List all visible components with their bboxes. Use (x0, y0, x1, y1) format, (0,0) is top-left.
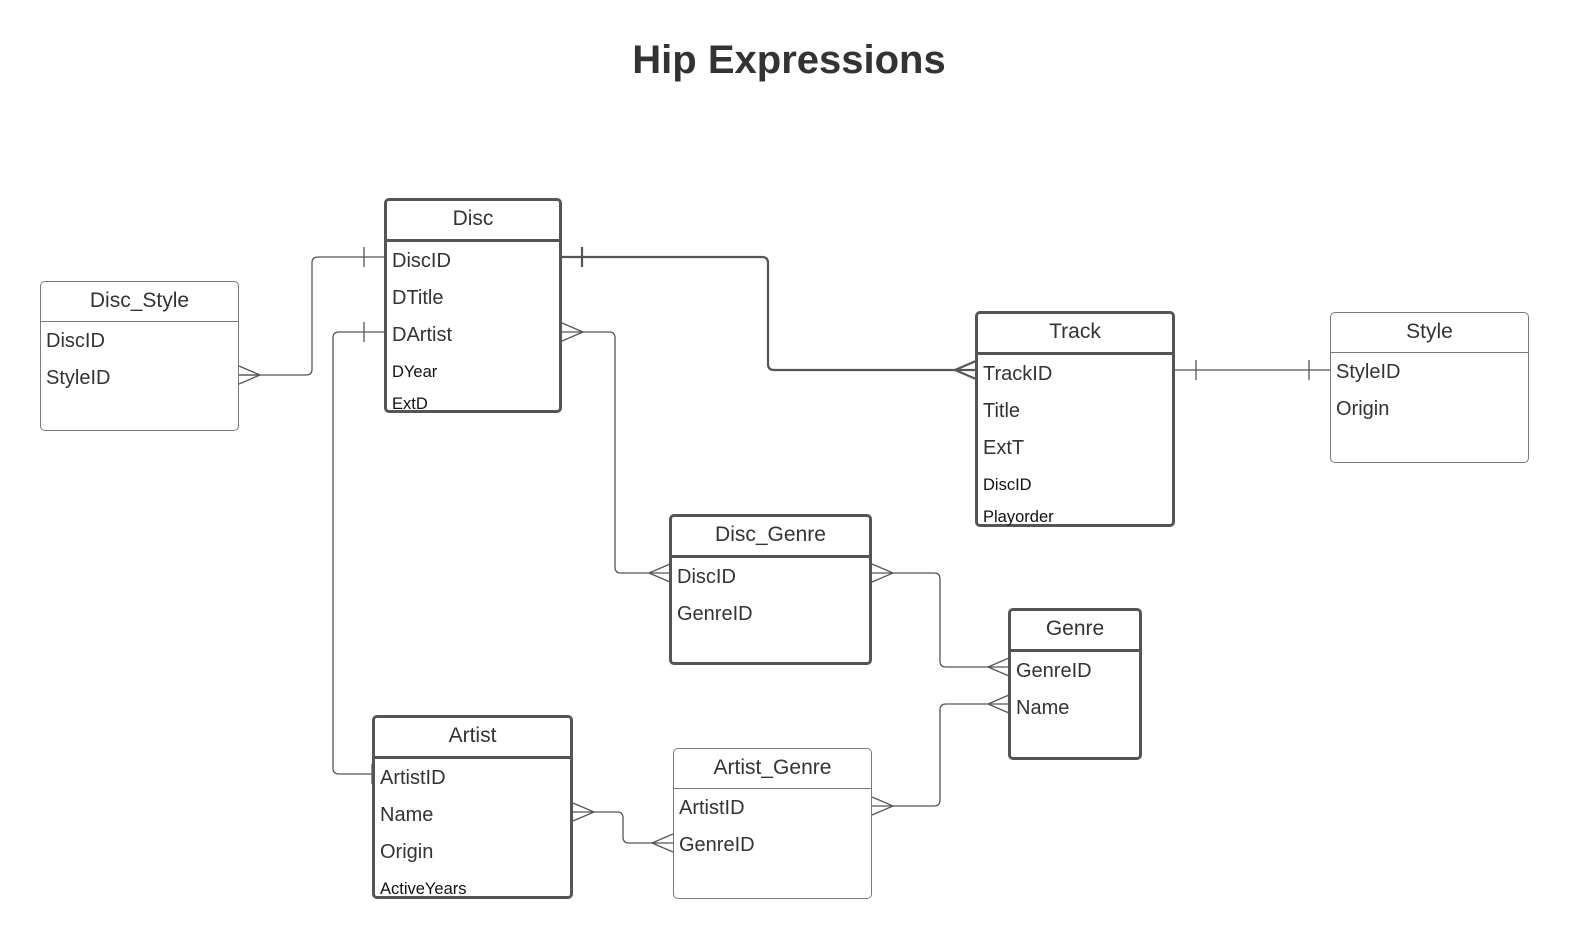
rel-artist-artistgenre (572, 802, 674, 853)
entity-disc[interactable]: Disc DiscID DTitle DArtist DYear ExtD (384, 198, 562, 413)
field-discid: DiscID (392, 250, 451, 272)
entity-disc-genre[interactable]: Disc_Genre DiscID GenreID (669, 514, 872, 665)
field-activeyears: ActiveYears (380, 880, 467, 898)
entity-genre[interactable]: Genre GenreID Name (1008, 608, 1142, 760)
field-trackid: TrackID (983, 363, 1053, 385)
diagram-title: Hip Expressions (632, 38, 946, 82)
field-genreid: GenreID (1016, 660, 1092, 682)
field-discid: DiscID (46, 330, 105, 352)
field-title: Title (983, 400, 1021, 422)
rel-disc-track (562, 247, 977, 381)
field-extd: ExtD (392, 395, 428, 413)
rel-track-style (1175, 360, 1330, 380)
field-artistid: ArtistID (679, 797, 745, 819)
rel-artistgenre-genre (871, 694, 1010, 816)
field-discid: DiscID (983, 476, 1032, 494)
field-origin: Origin (1336, 398, 1390, 420)
entity-track[interactable]: Track TrackID Title ExtT DiscID Playorde… (975, 311, 1175, 527)
field-extt: ExtT (983, 437, 1025, 459)
rel-discgenre-genre (871, 563, 1010, 677)
entity-header: Track (978, 314, 1172, 355)
entity-artist-genre[interactable]: Artist_Genre ArtistID GenreID (673, 748, 872, 899)
entity-artist[interactable]: Artist ArtistID Name Origin ActiveYears (372, 715, 573, 899)
field-discid: DiscID (677, 566, 736, 588)
field-genreid: GenreID (679, 834, 755, 856)
field-styleid: StyleID (46, 367, 111, 389)
field-dyear: DYear (392, 363, 438, 381)
field-playorder: Playorder (983, 508, 1054, 526)
field-styleid: StyleID (1336, 361, 1401, 383)
field-genreid: GenreID (677, 603, 753, 625)
rel-discstyle-disc (238, 247, 385, 385)
entity-style[interactable]: Style StyleID Origin (1330, 312, 1529, 463)
entity-header: Artist (375, 718, 570, 759)
entity-header: Genre (1011, 611, 1139, 652)
field-dtitle: DTitle (392, 287, 444, 309)
entity-disc-style[interactable]: Disc_Style DiscID StyleID (40, 281, 239, 431)
entity-header: Style (1331, 313, 1528, 353)
field-name: Name (1016, 697, 1070, 719)
field-name: Name (380, 804, 434, 826)
field-artistid: ArtistID (380, 767, 446, 789)
entity-header: Disc_Genre (672, 517, 869, 558)
entity-header: Artist_Genre (674, 749, 871, 789)
field-origin: Origin (380, 841, 434, 863)
rel-disc-discgenre (561, 322, 671, 583)
entity-header: Disc (387, 201, 559, 242)
entity-header: Disc_Style (41, 282, 238, 322)
field-dartist: DArtist (392, 324, 452, 346)
